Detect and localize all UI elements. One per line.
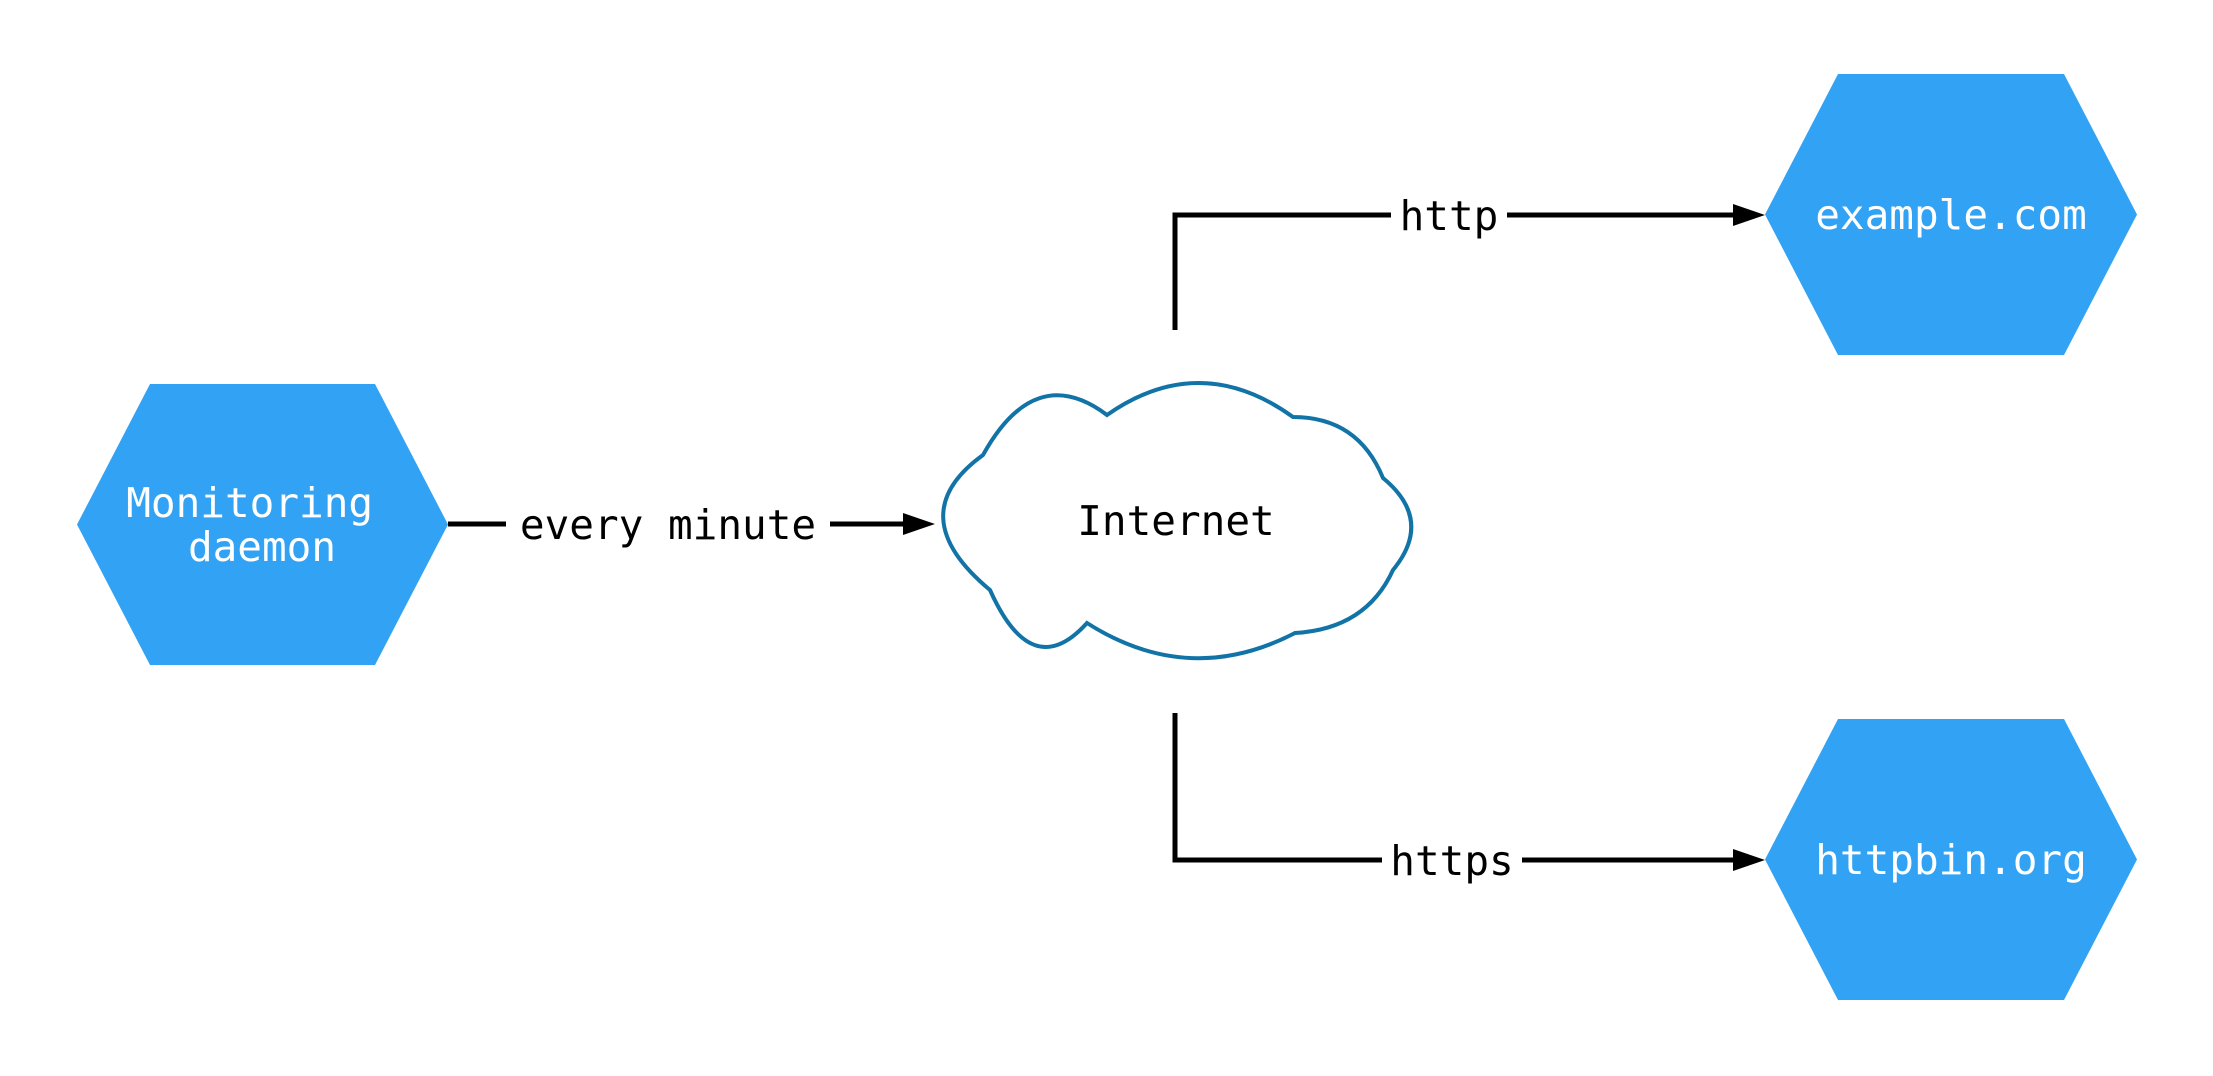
node-label-line2: daemon <box>188 523 336 571</box>
edge-https-label-bg <box>1382 837 1522 883</box>
edge-every-minute: every minute <box>448 501 935 549</box>
arrowhead-icon <box>1733 204 1765 226</box>
arrowhead-icon <box>903 513 935 535</box>
node-example-com: example.com <box>1765 74 2137 355</box>
edge-https: https <box>1172 713 1765 885</box>
node-httpbin-org: httpbin.org <box>1765 719 2137 1000</box>
node-example-com-label: example.com <box>1815 191 2087 239</box>
edge-every-minute-label-bg <box>506 501 830 547</box>
edge-every-minute-label: every minute <box>520 501 816 549</box>
node-label-line1: Monitoring <box>126 479 373 527</box>
node-monitoring-daemon-label: Monitoring daemon <box>126 465 398 571</box>
node-monitoring-daemon: Monitoring daemon <box>77 384 448 665</box>
edge-http-label-bg <box>1391 192 1507 238</box>
edge-https-line <box>1172 713 1740 863</box>
node-internet-label: Internet <box>1077 497 1274 545</box>
hexagon-shape <box>77 384 448 665</box>
arrowhead-icon <box>1733 849 1765 871</box>
edge-https-label: https <box>1390 837 1513 885</box>
hexagon-shape <box>1765 74 2137 355</box>
edge-http-label: http <box>1400 192 1499 240</box>
node-httpbin-org-label: httpbin.org <box>1815 836 2087 884</box>
edge-http-line <box>1172 212 1740 330</box>
hexagon-shape <box>1765 719 2137 1000</box>
edge-http: http <box>1172 192 1765 330</box>
node-internet: Internet <box>941 381 1414 661</box>
cloud-shape <box>941 381 1414 661</box>
